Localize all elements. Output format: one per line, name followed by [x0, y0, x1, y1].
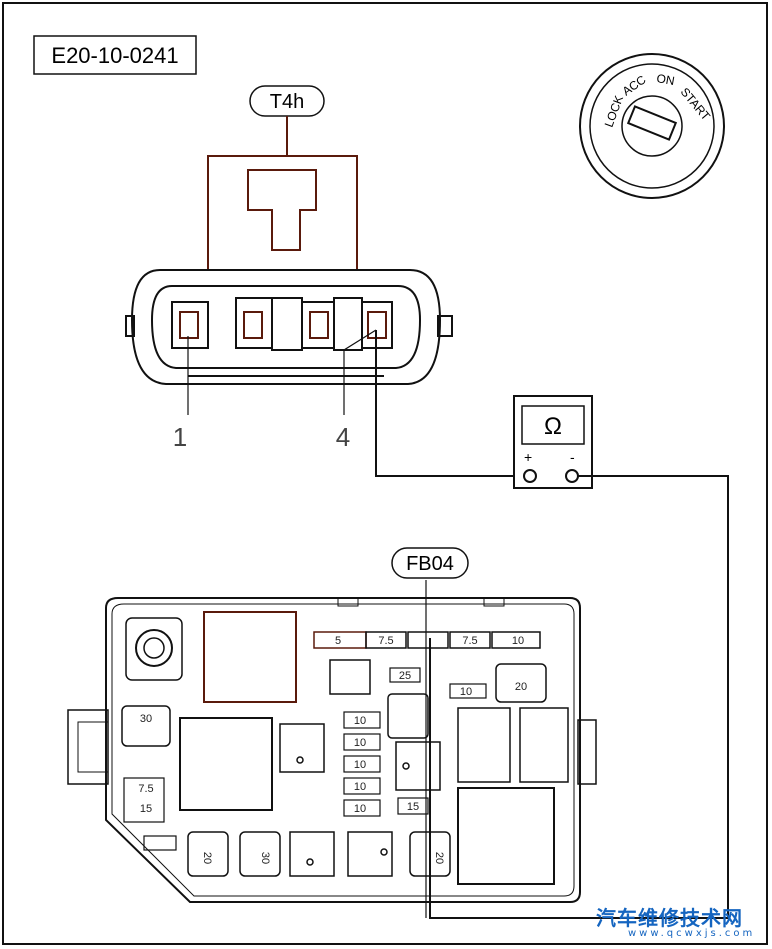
bottom-relay-2: 30: [259, 852, 271, 864]
col-fuse-1: 10: [354, 715, 366, 727]
fuse-top-5: 10: [512, 635, 524, 647]
connector-label: T4h: [270, 91, 304, 113]
left-fuse-1: 7.5: [138, 783, 153, 795]
fuse-15: 15: [407, 801, 419, 813]
relay-20: 20: [515, 681, 527, 693]
key-slot-icon: [626, 105, 678, 141]
diagram-id: E20-10-0241: [51, 43, 178, 68]
fuse-top-4: 7.5: [462, 635, 477, 647]
meter-minus-terminal: [565, 469, 579, 483]
watermark-url: www.qcwxjs.com: [628, 928, 756, 939]
relay-30: 30: [140, 713, 152, 725]
meter-plus: +: [524, 449, 532, 465]
meter-plus-terminal: [523, 469, 537, 483]
bottom-relay-3: 20: [433, 852, 445, 864]
fuse-box: [67, 597, 597, 903]
ignition-switch: LOCK ACC ON START: [579, 53, 725, 199]
col-fuse-3: 10: [354, 759, 366, 771]
bottom-relay-1: 20: [201, 852, 213, 864]
ohm-symbol: Ω: [544, 413, 562, 440]
watermark-cn: 汽车维修技术网: [596, 906, 743, 930]
pin1-label: 1: [173, 422, 187, 452]
col-fuse-5: 10: [354, 803, 366, 815]
fuse-25: 25: [399, 670, 411, 682]
fuse-label: FB04: [406, 553, 454, 575]
fuse-label-box: [391, 547, 469, 579]
col-fuse-4: 10: [354, 781, 366, 793]
meter-minus: -: [570, 449, 575, 465]
col-fuse-2: 10: [354, 737, 366, 749]
fuse-top-1: 5: [335, 635, 341, 647]
connector-t4h: [125, 155, 453, 385]
left-fuse-2: 15: [140, 803, 152, 815]
ohmmeter: Ω + -: [513, 395, 593, 489]
diagram-id-box: [33, 35, 197, 75]
fuse-top-2: 7.5: [378, 635, 393, 647]
pin4-label: 4: [336, 422, 350, 452]
fuse-10-small: 10: [460, 686, 472, 698]
wire-meter-fuse: [429, 475, 729, 919]
wire-pin4: [375, 330, 528, 477]
ign-on: ON: [655, 71, 675, 88]
